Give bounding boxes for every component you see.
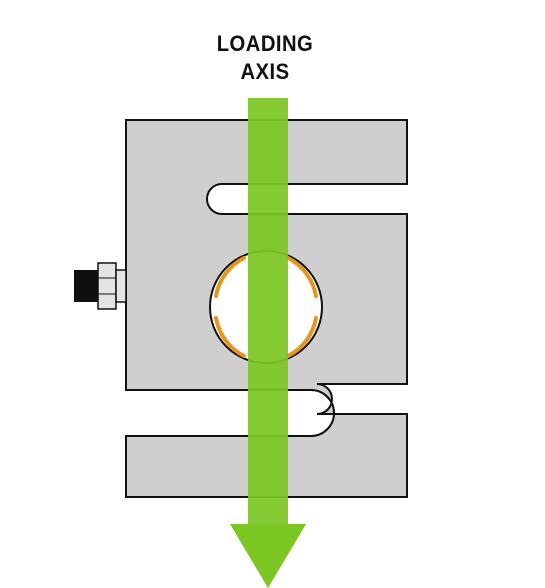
cable-connector-icon [74,262,127,310]
connector-plug [74,270,98,302]
strain-gauges [214,256,318,358]
caption-line-axis: AXIS [240,59,290,84]
connector-collar [115,269,127,303]
arrow-shaft [248,98,288,524]
strain-gauge-lower-left [214,316,246,358]
strain-gauge-lower-right [286,316,318,358]
strain-gauge-upper-right [286,256,318,298]
connector-nut [97,262,117,310]
caption-line-loading: LOADING [216,31,314,56]
arrow-head [230,524,306,588]
loading-arrow-icon [230,98,306,588]
strain-gauge-upper-left [214,256,246,298]
